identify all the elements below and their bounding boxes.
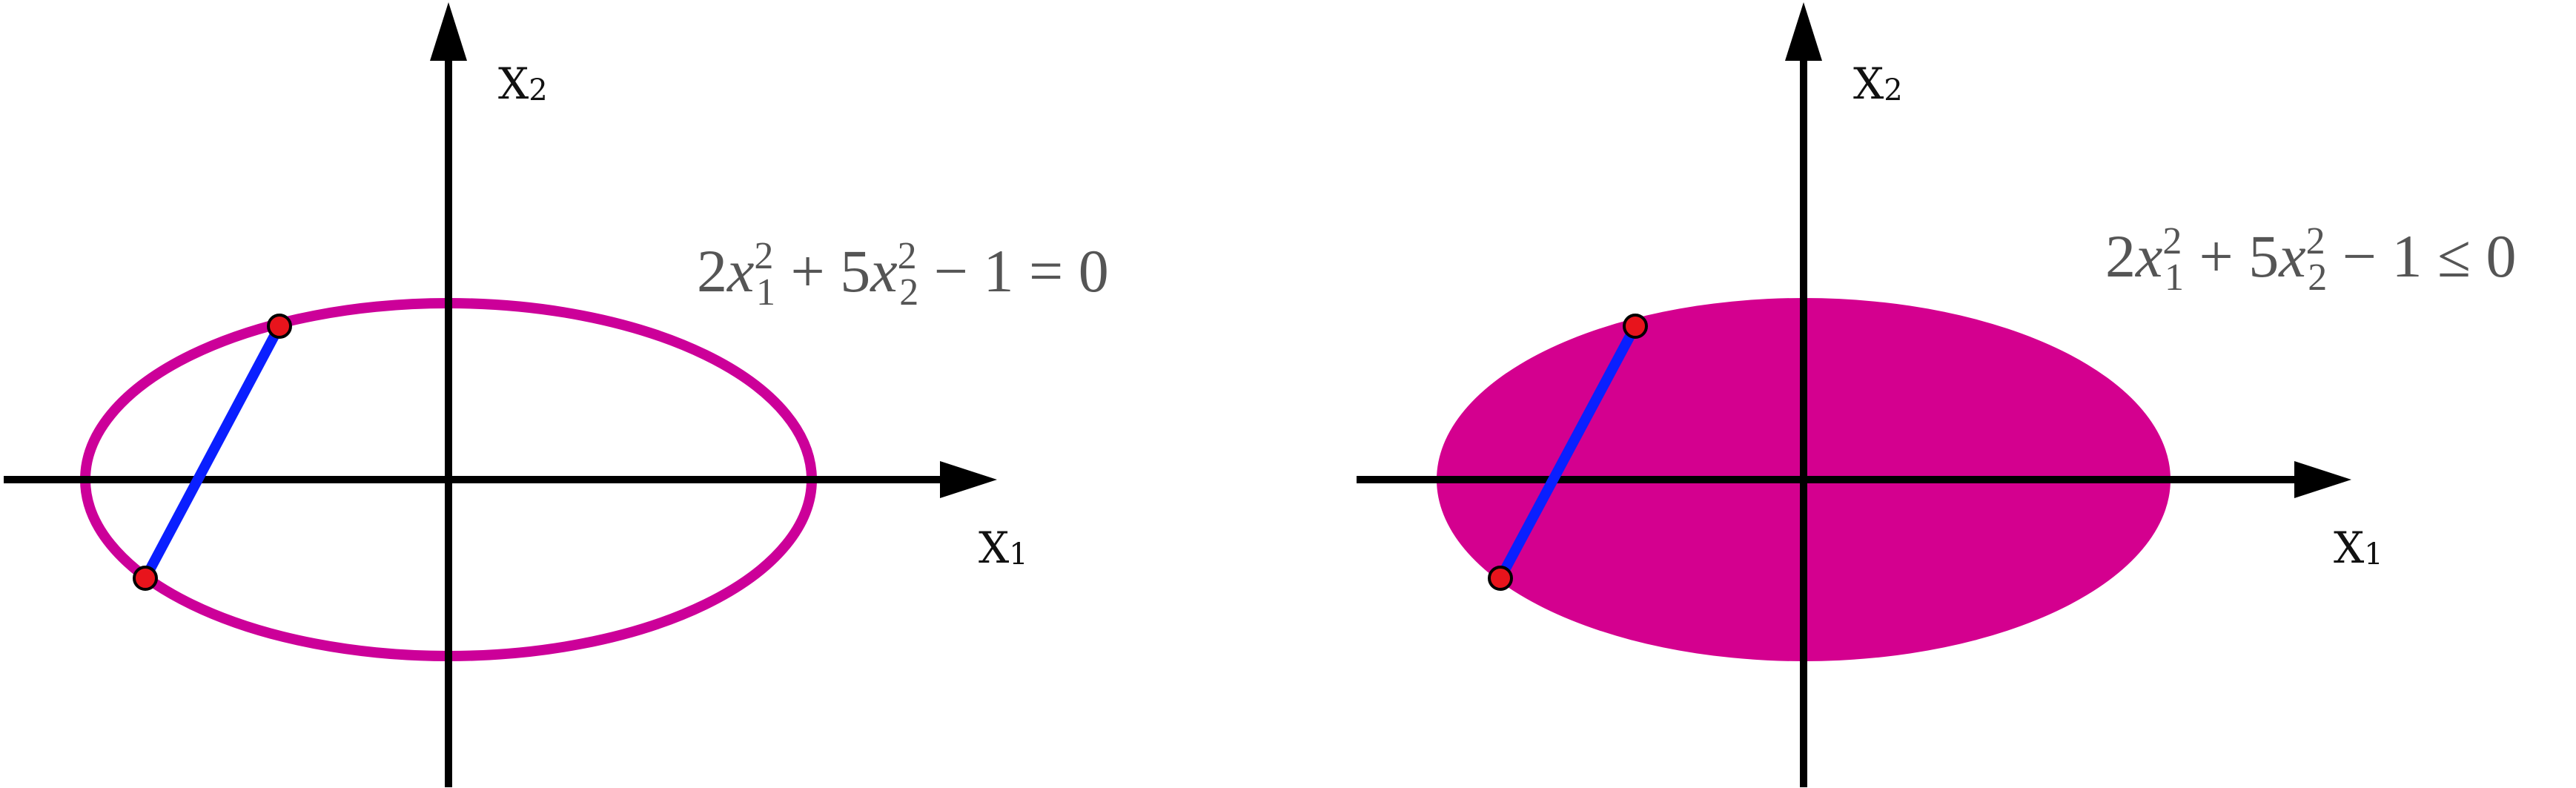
eq-op2: − [933,237,969,305]
eq-sub2: 2 [2308,256,2328,299]
eq-sup1: 2 [754,235,774,277]
eq-op1: + [790,237,825,305]
eq-coef2: 5 [2248,222,2279,291]
region-equation: 2x21 + 5x22 − 1 ≤ 0 [2105,222,2517,297]
eq-const: 1 [2391,222,2423,291]
eq-sub1: 1 [2165,256,2185,299]
eq-const: 1 [983,237,1014,305]
x2-axis-label-base: X [498,59,529,109]
x2-axis-label: X2 [498,62,548,105]
chord-endpoint-upper [267,314,292,339]
boundary-equation: 2x21 + 5x22 − 1 = 0 [697,237,1109,312]
eq-rhs: 0 [1078,237,1109,305]
x1-axis-label: X1 [979,526,1028,569]
eq-sub1: 1 [756,271,776,314]
chord-endpoint-lower [133,566,158,591]
chord-segment [1495,321,1640,583]
eq-coef1: 2 [697,237,727,305]
eq-sub2: 2 [899,271,919,314]
chord-endpoint-upper [1623,314,1648,339]
x2-axis-arrowhead [1785,2,1822,61]
x1-axis-label-base: X [979,523,1010,573]
panel-boundary [4,2,997,787]
eq-var2: x [870,237,898,305]
eq-coef2: 5 [840,237,871,305]
eq-rhs: 0 [2486,222,2517,291]
x2-axis-label-sub: 2 [529,73,548,107]
eq-sup2: 2 [897,235,917,277]
eq-var1: x [727,237,755,305]
x1-axis-label-sub: 1 [1009,537,1028,572]
eq-op2: − [2342,222,2377,291]
eq-sup1: 2 [2162,220,2182,262]
x2-axis-label-base: X [1853,59,1884,109]
x2-axis-label: X2 [1853,62,1903,105]
eq-sup2: 2 [2305,220,2325,262]
eq-coef1: 2 [2105,222,2136,291]
x1-axis-label-sub: 1 [2364,537,2383,572]
eq-op1: + [2199,222,2234,291]
x2-axis-arrowhead [430,2,467,61]
eq-relation: = [1029,237,1064,305]
eq-var2: x [2279,222,2306,291]
x1-axis-arrowhead [2294,461,2351,498]
x2-axis-label-sub: 2 [1884,73,1903,107]
eq-var1: x [2136,222,2163,291]
x1-axis-label-base: X [2334,523,2365,573]
chord-endpoint-lower [1488,566,1513,591]
panel-region [1357,2,2351,787]
x1-axis-arrowhead [940,461,997,498]
chord-segment [140,321,285,583]
x1-axis-label: X1 [2334,526,2383,569]
eq-relation: ≤ [2437,222,2471,291]
